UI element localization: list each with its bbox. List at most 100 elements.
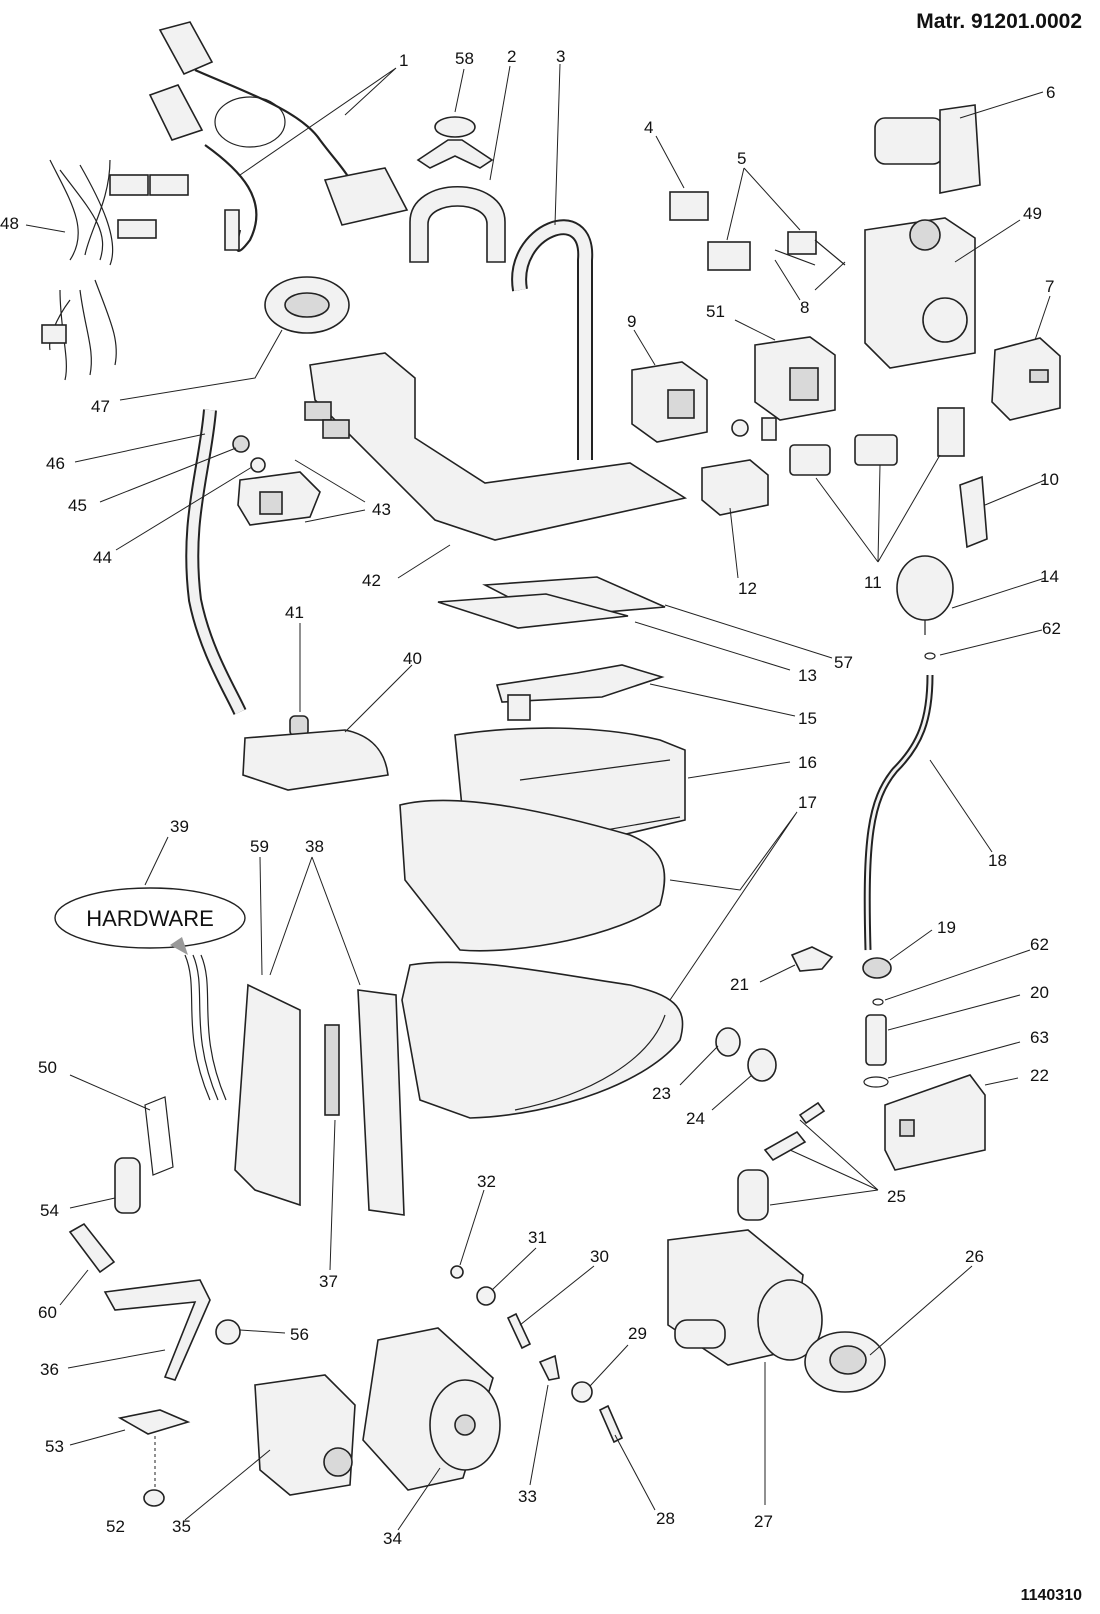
callout-44: 44 <box>93 548 112 567</box>
part-inlet-filter <box>232 435 250 453</box>
part-screw-28 <box>598 1404 624 1444</box>
callout-32: 32 <box>477 1172 496 1191</box>
part-pressure-hose-inner <box>865 674 932 951</box>
part-hose-guide <box>409 185 506 263</box>
part-wiring-harness <box>41 159 189 381</box>
callout-1: 1 <box>399 51 408 70</box>
part-nut-29 <box>571 1381 593 1403</box>
callout-6: 6 <box>1046 83 1055 102</box>
callout-47: 47 <box>91 397 110 416</box>
callout-54: 54 <box>40 1201 59 1220</box>
callout-36: 36 <box>40 1360 59 1379</box>
callout-40: 40 <box>403 649 422 668</box>
part-dispenser-housing-lower <box>401 961 684 1119</box>
part-clip-33 <box>538 1354 560 1381</box>
part-air-trap <box>862 957 892 979</box>
callout-17: 17 <box>798 793 817 812</box>
part-door-lock-switch <box>991 337 1061 421</box>
callout-8: 8 <box>800 298 809 317</box>
callout-10: 10 <box>1040 470 1059 489</box>
callout-42: 42 <box>362 571 381 590</box>
part-door-interlock <box>884 1074 986 1171</box>
part-thermostat <box>937 407 965 457</box>
part-washer-31 <box>476 1286 496 1306</box>
callout-51: 51 <box>706 302 725 321</box>
hardware-arrow <box>170 937 188 955</box>
part-top-panel <box>304 352 688 541</box>
callout-27: 27 <box>754 1512 773 1531</box>
part-relay-9 <box>631 361 708 443</box>
part-washer <box>250 457 266 473</box>
callout-56: 56 <box>290 1325 309 1344</box>
part-capacitor-54 <box>114 1157 141 1214</box>
part-inlet-hose <box>185 409 247 715</box>
callout-45: 45 <box>68 496 87 515</box>
callout-29: 29 <box>628 1324 647 1343</box>
part-programmer <box>864 217 976 369</box>
part-siphon-cap <box>495 664 665 721</box>
callout-19: 19 <box>937 918 956 937</box>
callout-3: 3 <box>556 47 565 66</box>
callout-37: 37 <box>319 1272 338 1291</box>
hardware-label: HARDWARE <box>86 906 214 931</box>
material-code: Matr. 91201.0002 <box>916 10 1082 33</box>
drawing-code: 1140310 <box>1021 1587 1083 1604</box>
part-bushing-24 <box>747 1048 777 1082</box>
part-connectors <box>669 191 846 271</box>
part-bracket <box>959 475 988 549</box>
callout-24: 24 <box>686 1109 705 1128</box>
part-dispenser-tray <box>242 729 389 791</box>
part-pump-hose-connectors <box>737 1101 826 1221</box>
callout-62-upper: 62 <box>1042 619 1061 638</box>
part-pump-unit <box>254 1374 356 1496</box>
callout-25: 25 <box>887 1187 906 1206</box>
part-inlet-valve <box>237 471 321 526</box>
callout-4: 4 <box>644 118 653 137</box>
part-o-ring-62a <box>924 652 936 660</box>
callout-31: 31 <box>528 1228 547 1247</box>
callout-numbers: 1 58 2 3 6 4 5 48 49 8 7 9 51 47 46 45 4… <box>0 47 1061 1548</box>
part-mount-bracket <box>117 1409 191 1435</box>
part-bolt-30 <box>506 1312 532 1350</box>
callout-39: 39 <box>170 817 189 836</box>
part-grommet <box>264 276 350 334</box>
callout-50: 50 <box>38 1058 57 1077</box>
part-nut-52 <box>143 1489 165 1507</box>
part-dispenser-housing-upper <box>399 799 666 952</box>
hardware-ellipse <box>54 887 246 949</box>
part-pressure-hose <box>863 674 934 951</box>
part-motor <box>362 1327 501 1491</box>
part-noise-filter <box>701 459 769 516</box>
callout-59: 59 <box>250 837 269 856</box>
part-pump-filter <box>804 1331 886 1393</box>
callout-22: 22 <box>1030 1066 1049 1085</box>
callout-38: 38 <box>305 837 324 856</box>
callout-5: 5 <box>737 149 746 168</box>
callout-33: 33 <box>518 1487 537 1506</box>
callout-11: 11 <box>864 573 882 592</box>
part-drain-pump <box>667 1229 823 1366</box>
part-control-board <box>357 989 405 1216</box>
callout-20: 20 <box>1030 983 1049 1002</box>
part-pad-13 <box>437 593 629 629</box>
callout-13: 13 <box>798 666 817 685</box>
callout-60: 60 <box>38 1303 57 1322</box>
callout-34: 34 <box>383 1529 402 1548</box>
callout-14: 14 <box>1040 567 1059 586</box>
callout-15: 15 <box>798 709 817 728</box>
callout-35: 35 <box>172 1517 191 1536</box>
callout-43: 43 <box>372 500 391 519</box>
callout-18: 18 <box>988 851 1007 870</box>
callout-28: 28 <box>656 1509 675 1528</box>
callout-53: 53 <box>45 1437 64 1456</box>
part-bracket-50 <box>144 1096 174 1176</box>
part-pressure-chamber <box>865 1014 887 1066</box>
part-drain-hose <box>511 219 594 460</box>
callout-12: 12 <box>738 579 757 598</box>
part-bushing-23 <box>715 1027 741 1057</box>
callout-46: 46 <box>46 454 65 473</box>
part-capacitor <box>874 104 981 194</box>
callout-26: 26 <box>965 1247 984 1266</box>
part-o-ring-62b <box>872 998 884 1006</box>
part-board-connector <box>324 1024 340 1116</box>
